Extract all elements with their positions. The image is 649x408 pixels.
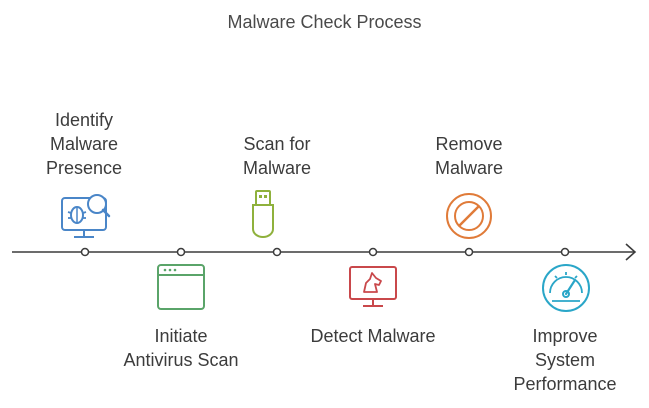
timeline-marker-1: [80, 247, 90, 257]
timeline-marker-4: [368, 247, 378, 257]
timeline-marker-3: [272, 247, 282, 257]
timeline-marker-5: [464, 247, 474, 257]
step-label-identify-malware-presence: Identify Malware Presence: [45, 110, 123, 178]
step-label-detect-malware: Detect Malware: [310, 326, 436, 346]
step-label-scan-for-malware: Scan for Malware: [242, 134, 312, 178]
diagram-title: Malware Check Process: [227, 12, 422, 32]
timeline-marker-6: [560, 247, 570, 257]
timeline-arrowhead: [625, 243, 637, 261]
step-label-improve-system-performance: Improve System Performance: [513, 326, 617, 394]
usb-drive-icon: [252, 190, 274, 238]
timeline-marker-2: [176, 247, 186, 257]
browser-window-icon: [157, 264, 205, 310]
speedometer-icon: [542, 264, 590, 312]
step-label-remove-malware: Remove Malware: [434, 134, 504, 178]
bug-scan-icon: [61, 194, 111, 238]
alert-monitor-icon: [349, 266, 397, 307]
step-label-initiate-antivirus-scan: Initiate Antivirus Scan: [123, 326, 239, 370]
prohibited-icon: [446, 193, 492, 239]
